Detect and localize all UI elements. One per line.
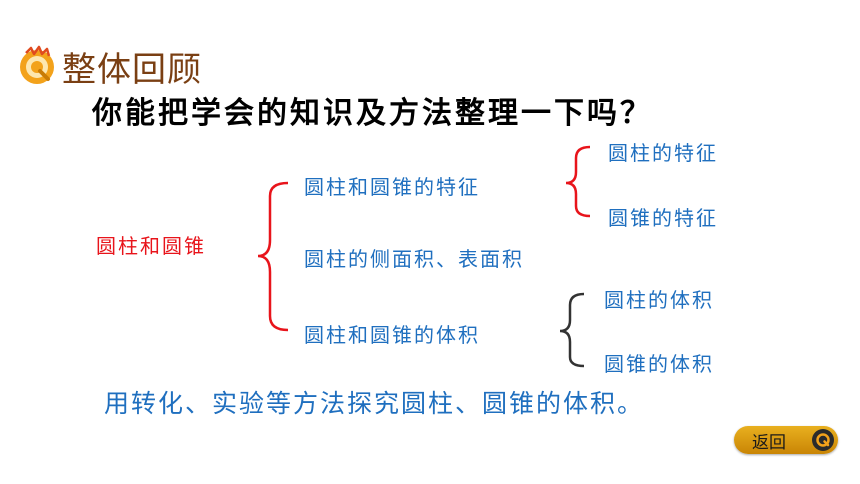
branch-surface-area: 圆柱的侧面积、表面积: [304, 247, 524, 271]
summary-text: 用转化、实验等方法探究圆柱、圆锥的体积。: [104, 389, 645, 418]
branch-volume: 圆柱和圆锥的体积: [304, 323, 480, 347]
main-bracket: [257, 181, 289, 332]
question-heading: 你能把学会的知识及方法整理一下吗？: [92, 96, 653, 131]
back-button[interactable]: 返回: [734, 426, 838, 454]
back-button-label: 返回: [752, 432, 786, 453]
features-bracket: [565, 145, 591, 218]
q-circle-icon: [812, 429, 834, 451]
section-title: 整体回顾: [62, 50, 202, 90]
subitem-cone-features: 圆锥的特征: [608, 206, 718, 230]
branch-features: 圆柱和圆锥的特征: [304, 175, 480, 199]
main-topic: 圆柱和圆锥: [96, 234, 206, 258]
subitem-cone-volume: 圆锥的体积: [604, 352, 714, 376]
q-badge-icon: [16, 45, 58, 87]
subitem-cylinder-volume: 圆柱的体积: [604, 288, 714, 312]
subitem-cylinder-features: 圆柱的特征: [608, 141, 718, 165]
volume-bracket: [559, 292, 585, 368]
